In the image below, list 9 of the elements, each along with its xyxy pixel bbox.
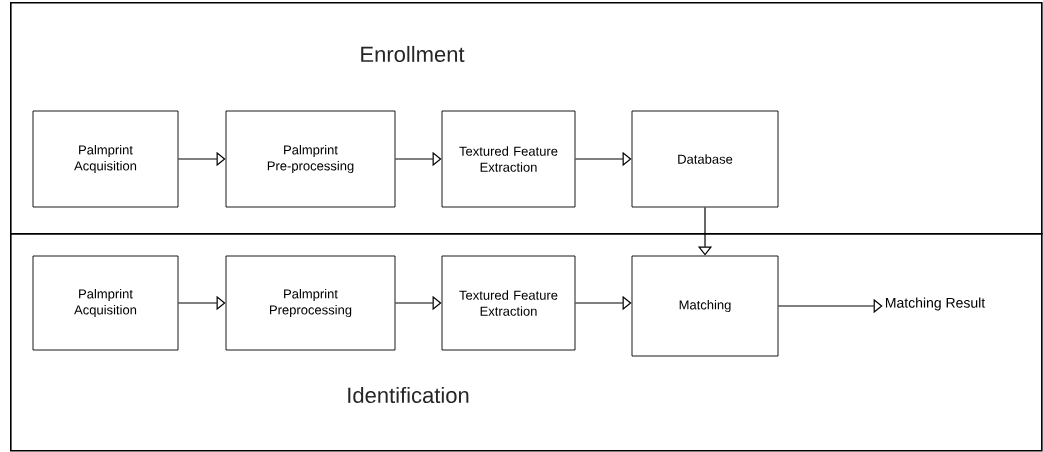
process-box: Textured Feature Extraction [441,255,576,351]
process-box: Database [631,110,779,208]
process-box: Palmprint Acquisition [32,255,179,351]
process-box: Palmprint Pre-processing [225,110,396,208]
process-box: Matching [631,255,779,357]
result-label: Matching Result [885,297,986,311]
process-box: Textured Feature Extraction [441,110,576,208]
process-box: Palmprint Acquisition [32,110,179,208]
process-box: Palmprint Preprocessing [225,255,396,351]
